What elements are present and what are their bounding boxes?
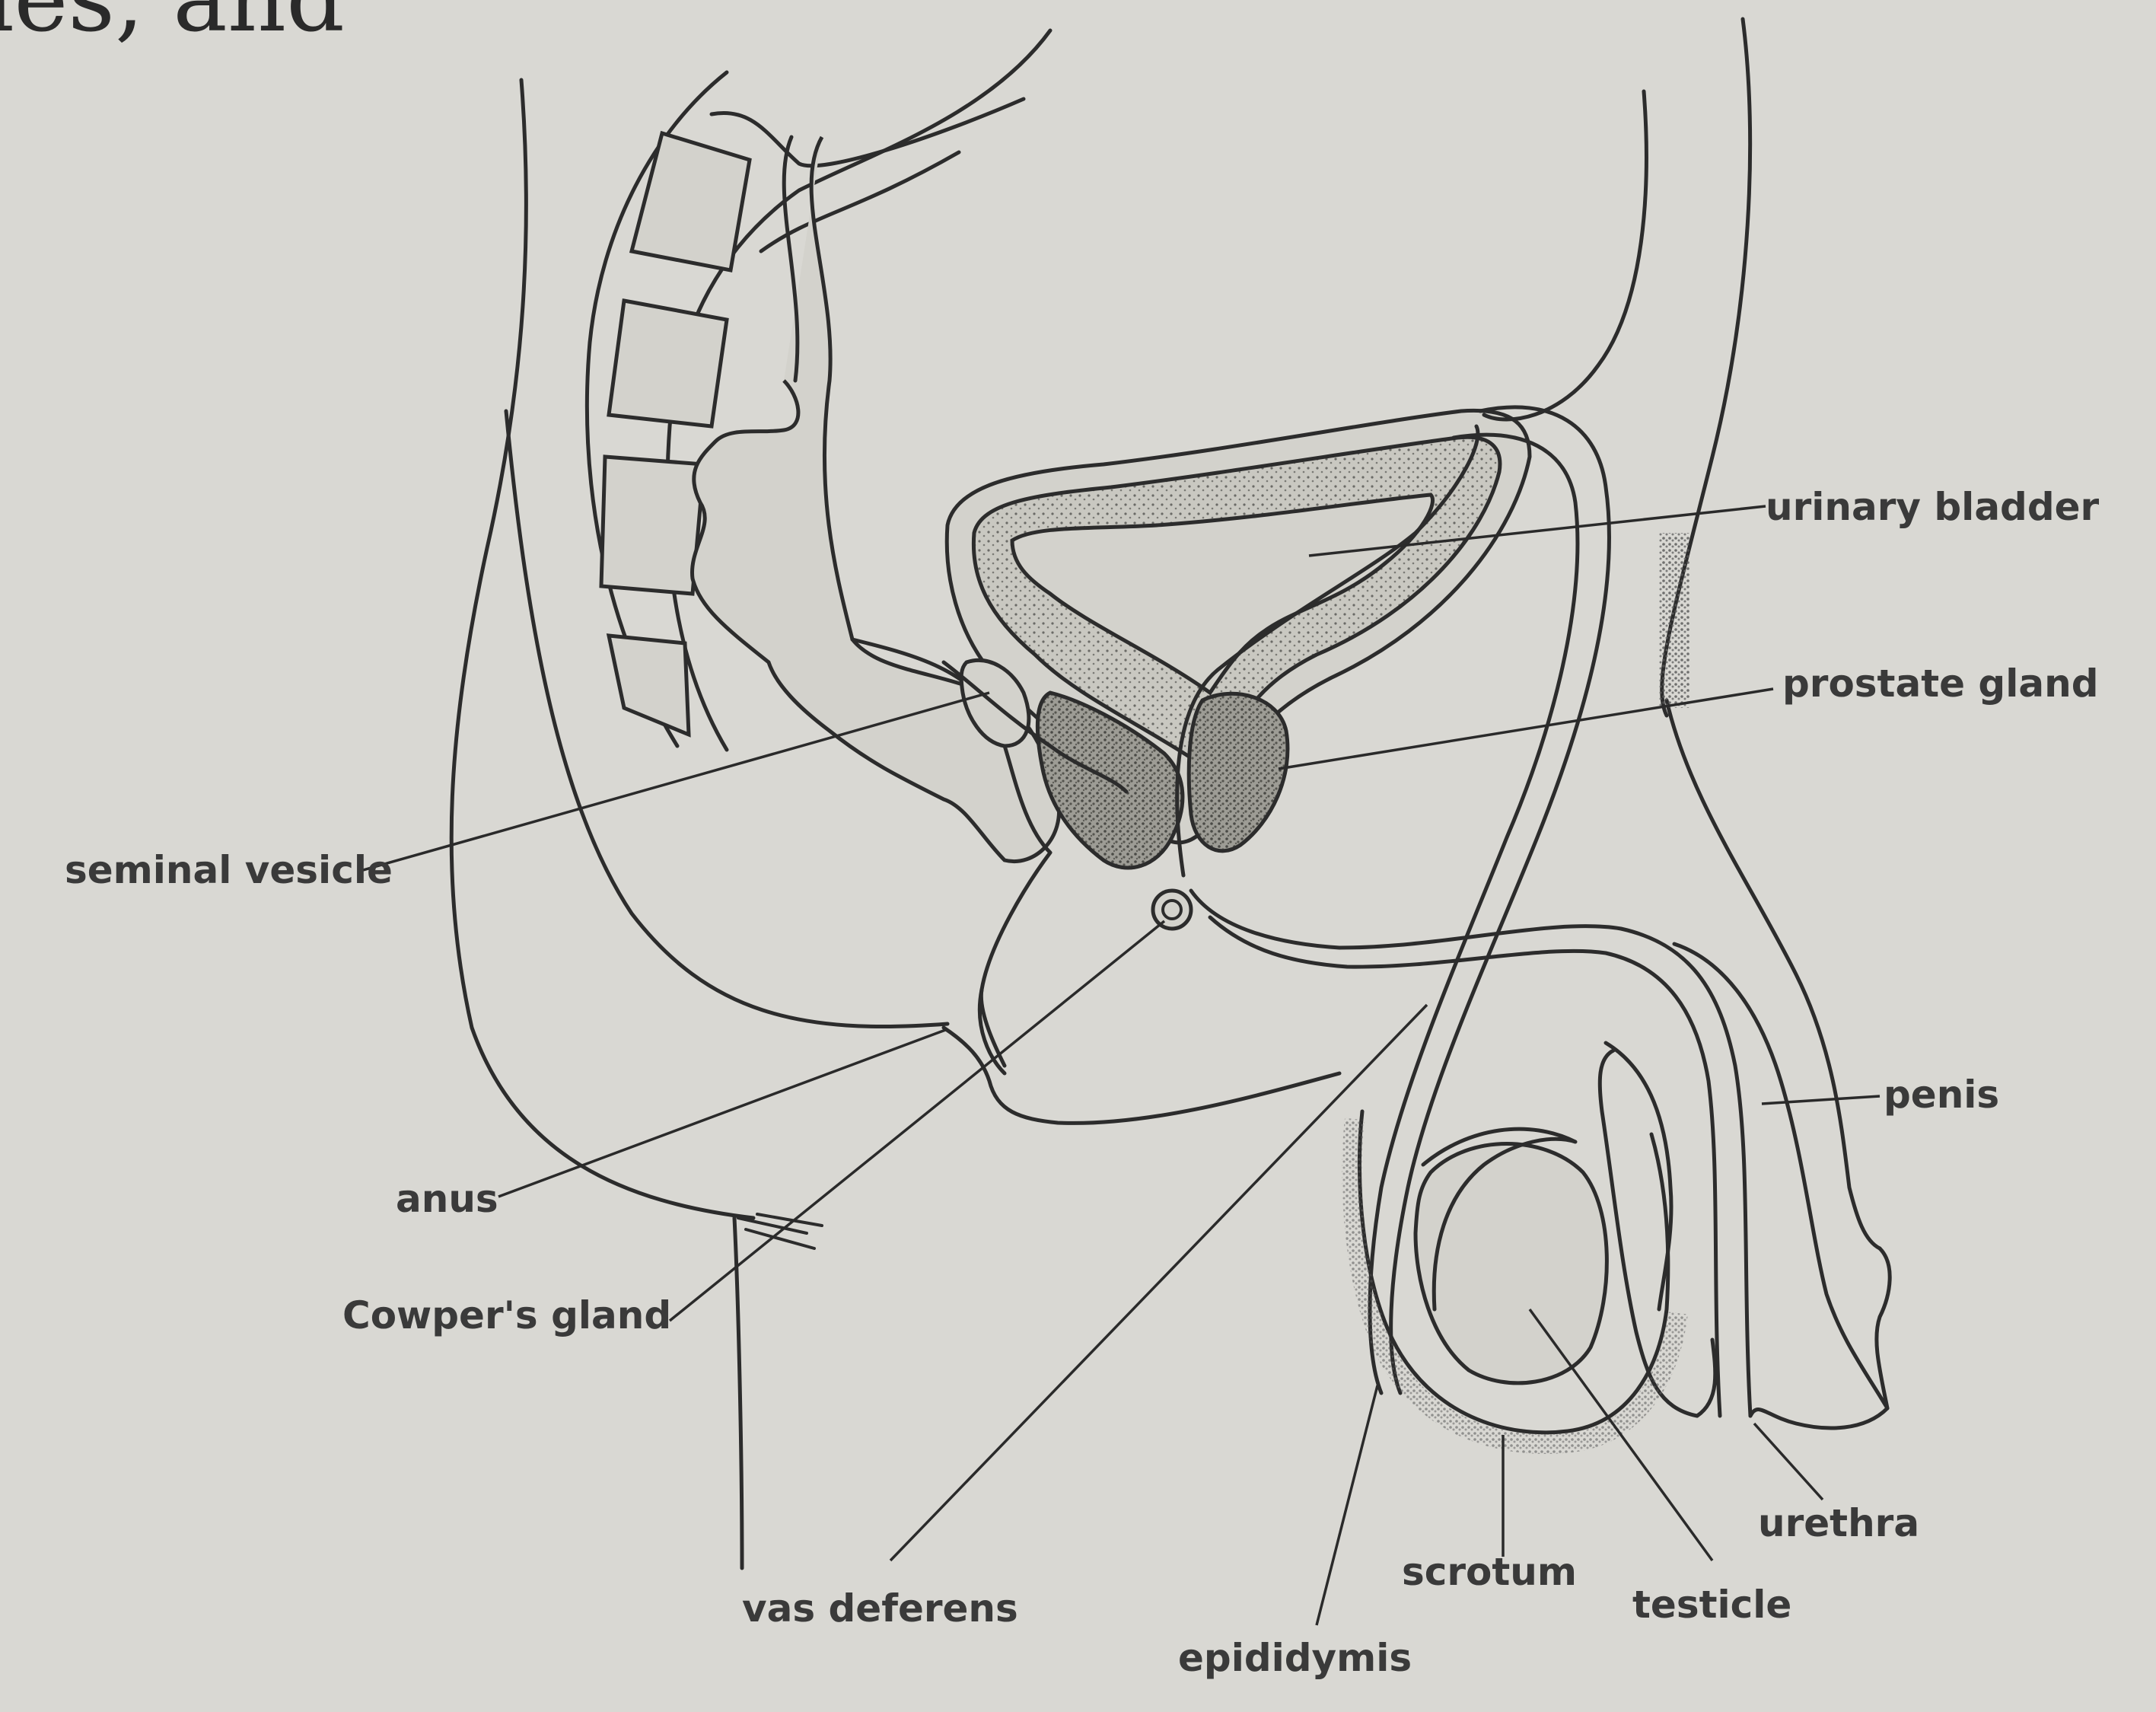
- label-testicle: testicle: [1632, 1583, 1791, 1627]
- leader-cowpers-gland: [668, 920, 1166, 1322]
- vertebra-1: [629, 130, 752, 273]
- anatomy-drawing: [449, 17, 1892, 1570]
- leader-epididymis: [1315, 1385, 1379, 1626]
- rectum: [690, 135, 1061, 863]
- label-vas-deferens: vas deferens: [742, 1586, 1018, 1631]
- leader-prostate-gland: [1278, 687, 1774, 770]
- label-prostate-gland: prostate gland: [1782, 662, 2098, 706]
- label-penis: penis: [1884, 1073, 1999, 1117]
- pubic-hair-shade: [1659, 533, 1689, 708]
- perineum-curve: [941, 1025, 1342, 1125]
- rectum-wall: [782, 135, 800, 383]
- penis-glans: [1748, 1246, 1892, 1430]
- label-urinary-bladder: urinary bladder: [1766, 485, 2100, 529]
- label-seminal-vesicle: seminal vesicle: [65, 848, 393, 892]
- vertebra-4: [606, 633, 691, 738]
- epididymis-curve: [1421, 1127, 1578, 1312]
- sacrum-front: [759, 150, 961, 253]
- buttock-lower: [977, 987, 1007, 1076]
- corpus-shape: [1603, 1041, 1674, 1312]
- seminal-vesicle-duct: [941, 660, 1129, 794]
- back-contour: [449, 78, 756, 1220]
- leader-urethra: [1753, 1422, 1824, 1501]
- vertebra-2: [607, 298, 729, 429]
- leader-anus: [498, 1028, 948, 1198]
- label-cowpers-gland: Cowper's gland: [342, 1293, 671, 1337]
- cowpers-gland-inner: [1161, 899, 1183, 920]
- vas-deferens-path-a: [1175, 424, 1480, 878]
- label-epididymis: epididymis: [1178, 1636, 1412, 1680]
- vas-deferens-path-b: [1389, 405, 1611, 1395]
- prostate-right-lobe: [1186, 691, 1290, 853]
- leader-urinary-bladder: [1308, 505, 1766, 557]
- labels: urinary bladder prostate gland seminal v…: [65, 485, 2100, 1680]
- urethra-lower: [1208, 915, 1722, 1418]
- bladder-lumen: [1010, 493, 1435, 696]
- penis-inner-body: [1597, 1048, 1718, 1418]
- scrotum-fuzz: [1342, 1117, 1688, 1454]
- leader-seminal-vesicle: [357, 691, 990, 873]
- leg-line: [732, 1216, 744, 1570]
- urethra-upper: [1189, 888, 1753, 1418]
- vertebra-3: [599, 454, 706, 596]
- label-anus: anus: [396, 1177, 498, 1221]
- vas-deferens-path-c: [1368, 432, 1580, 1395]
- leader-testicle: [1528, 1308, 1714, 1562]
- penis-shaft: [1664, 698, 1882, 1251]
- cowpers-gland-shape: [1151, 888, 1193, 931]
- label-scrotum: scrotum: [1402, 1550, 1577, 1594]
- anal-marks: [737, 1213, 823, 1250]
- leader-vas-deferens: [889, 1003, 1428, 1562]
- leader-lines: [357, 505, 1881, 1626]
- sacrum-inner-curve: [504, 409, 950, 1028]
- spine-top-edge: [709, 97, 1026, 168]
- testicle-shape: [1413, 1142, 1609, 1385]
- sacrum-inner: [665, 28, 1053, 752]
- page-header-fragment: ies, and: [0, 0, 345, 53]
- label-urethra: urethra: [1758, 1501, 1919, 1545]
- abdominal-inner: [1482, 89, 1648, 422]
- penis-outer-top: [1672, 942, 1890, 1411]
- leader-penis: [1761, 1095, 1881, 1105]
